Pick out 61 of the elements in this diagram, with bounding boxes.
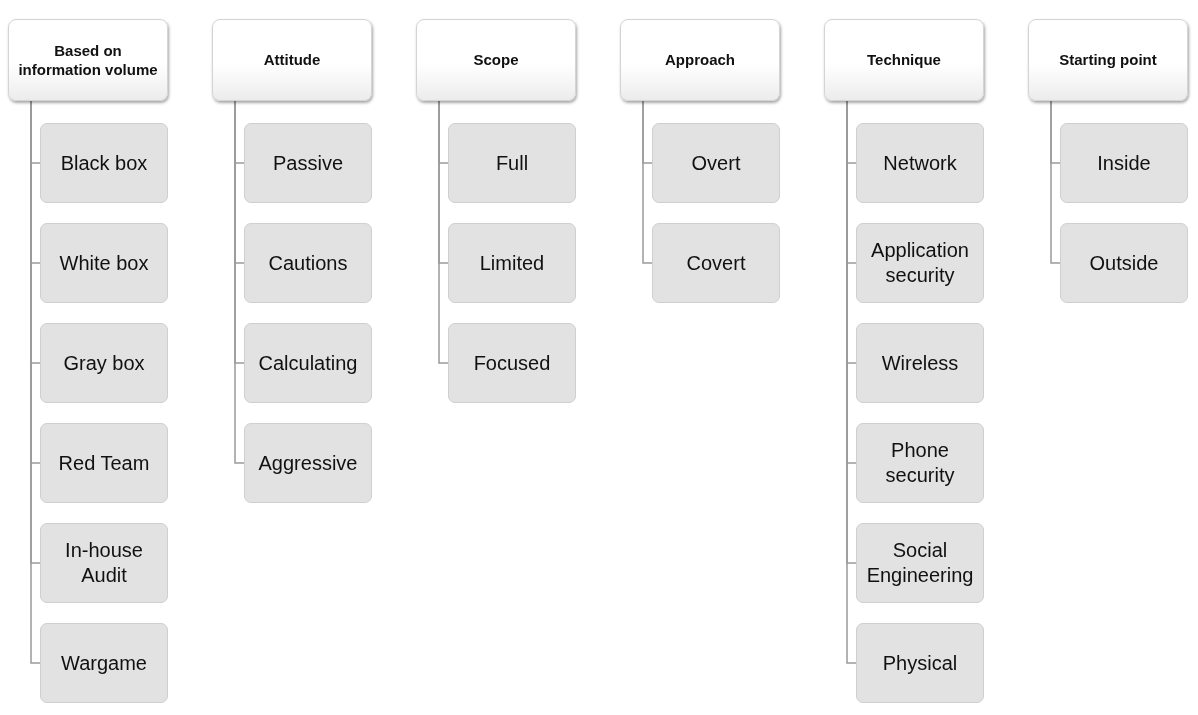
category-item-box (856, 323, 984, 403)
category-header-box (620, 19, 780, 101)
category-item-box (1060, 223, 1188, 303)
node-label: Focused (473, 350, 551, 376)
connector-line (642, 100, 653, 264)
category-item-box (652, 223, 780, 303)
node-label: Social Engineering (865, 538, 975, 588)
node-label: Network (883, 150, 957, 176)
node-label: Approach (665, 50, 735, 70)
category-header-box (1028, 19, 1188, 101)
node-label: Attitude (263, 50, 321, 70)
category-item-box (448, 323, 576, 403)
category-item-box (244, 323, 372, 403)
category-item-box (40, 423, 168, 503)
category-item-box (244, 423, 372, 503)
category-item-box (856, 123, 984, 203)
node-label: Application security (870, 238, 970, 288)
node-label: Phone security (884, 438, 956, 488)
category-item-box (856, 523, 984, 603)
node-label: Wireless (881, 350, 959, 376)
node-label: Outside (1089, 250, 1159, 276)
node-label: Calculating (258, 350, 358, 376)
node-label: Covert (686, 250, 746, 276)
node-label: Cautions (268, 250, 348, 276)
node-label: White box (59, 250, 149, 276)
node-label: Gray box (63, 350, 145, 376)
category-item-box (1060, 123, 1188, 203)
category-item-box (40, 623, 168, 703)
category-item-box (856, 623, 984, 703)
category-item-box (40, 523, 168, 603)
category-item-box (40, 323, 168, 403)
category-item-box (40, 123, 168, 203)
category-header-box (212, 19, 372, 101)
node-label: Full (495, 150, 529, 176)
node-label: Scope (473, 50, 519, 70)
node-label: Aggressive (258, 450, 358, 476)
node-label: Red Team (58, 450, 150, 476)
category-item-box (652, 123, 780, 203)
category-header-box (824, 19, 984, 101)
connector-line (1050, 100, 1061, 264)
node-label: Overt (691, 150, 741, 176)
category-item-box (244, 123, 372, 203)
category-item-box (448, 223, 576, 303)
category-item-box (448, 123, 576, 203)
category-item-box (40, 223, 168, 303)
node-label: Based on information volume (17, 40, 159, 80)
category-item-box (244, 223, 372, 303)
node-label: Limited (479, 250, 545, 276)
node-label: Physical (882, 650, 958, 676)
node-label: Technique (867, 50, 941, 70)
category-item-box (856, 223, 984, 303)
node-label: Passive (273, 150, 343, 176)
category-header-box (8, 19, 168, 101)
node-label: In-house Audit (64, 538, 144, 588)
node-label: Inside (1097, 150, 1151, 176)
node-label: Wargame (61, 650, 147, 676)
category-item-box (856, 423, 984, 503)
category-header-box (416, 19, 576, 101)
node-label: Starting point (1059, 50, 1157, 70)
connector-line (438, 100, 449, 364)
node-label: Black box (60, 150, 148, 176)
